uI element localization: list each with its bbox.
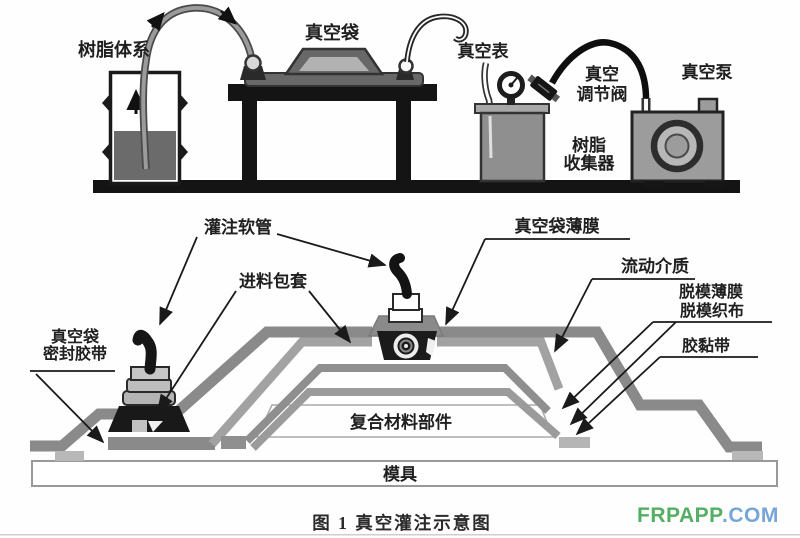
resin-collector [474, 62, 550, 183]
flow-medium-layer-right [437, 337, 564, 391]
drum-chime [102, 94, 110, 112]
spiral-channel [393, 333, 419, 359]
outlet-fitting [396, 58, 414, 80]
table-leg [396, 101, 411, 181]
label-infusion-hose: 灌注软管 [204, 217, 272, 237]
leader-release-fabric [569, 321, 677, 426]
leader-infusion-hose-left [159, 236, 198, 326]
vacuum-bag-mound [244, 47, 424, 87]
watermark-tld: .COM [722, 504, 779, 527]
label-vacuum-regulating-valve-line2: 调节阀 [577, 84, 628, 104]
seal-tape-right [732, 451, 763, 460]
label-mold: 模具 [383, 464, 417, 484]
vacuum-regulating-valve [527, 74, 561, 103]
label-composite-part: 复合材料部件 [349, 412, 452, 432]
center-infusion-port [367, 253, 445, 360]
label-vacuum-pump: 真空泵 [682, 62, 733, 82]
leader-release-film [561, 321, 654, 410]
vacuum-pump [630, 97, 725, 187]
label-resin-collector-line1: 树脂 [572, 136, 606, 155]
outlet-hose [404, 13, 469, 63]
hose-flow-arrow-up-icon [146, 12, 165, 32]
leader-feed-sleeve-right [308, 290, 352, 344]
mold-plate [31, 460, 778, 487]
ground-line [93, 180, 740, 193]
watermark-brand: FRPAPP [637, 504, 724, 527]
drum-chime [180, 94, 188, 112]
cross-section-diagram: 灌注软管 进料包套 真空袋 密封胶带 真空袋薄膜 流动介质 脱模薄膜 脱模织布 … [30, 216, 778, 487]
label-resin-collector-line2: 收集器 [564, 153, 616, 173]
drum-chime [180, 143, 188, 161]
table-leg [242, 101, 257, 181]
pump-hose [549, 39, 650, 112]
gauge-needle [510, 77, 518, 86]
label-vacuum-bag-film: 真空袋薄膜 [515, 216, 600, 236]
label-feed-sleeve: 进料包套 [239, 271, 308, 291]
center-port-hose [389, 253, 412, 299]
label-flow-medium: 流动介质 [621, 256, 689, 276]
page-bottom-rule [0, 534, 800, 536]
leader-infusion-hose-right [276, 233, 387, 268]
label-release-fabric: 脱模织布 [680, 301, 744, 320]
label-vacuum-regulating-valve-line1: 真空 [585, 64, 619, 84]
left-infusion-port [108, 329, 190, 432]
work-table [228, 84, 437, 181]
gauge-stem [507, 96, 515, 105]
label-adhesive-tape: 胶黏带 [682, 336, 730, 355]
release-fabric-layer [250, 388, 561, 451]
leader-bag-film [445, 238, 486, 326]
left-port-hose [132, 329, 157, 375]
leader-seal-tape [35, 373, 105, 444]
figure-caption: 图 1 真空灌注示意图 [312, 513, 492, 533]
pump-foot [705, 181, 725, 187]
release-layer-end-piece [221, 436, 246, 449]
inlet-fitting [240, 54, 266, 80]
label-seal-tape-line1: 真空袋 [51, 327, 100, 346]
label-resin-system: 树脂体系 [78, 39, 150, 60]
port-underlay-strip [108, 437, 215, 450]
feed-sleeve-left [108, 406, 190, 432]
top-process-diagram: 树脂体系 真空袋 真空表 真空 调节阀 真空泵 树脂 收集器 [78, 4, 740, 193]
label-vacuum-gauge: 真空表 [458, 41, 510, 61]
adhesive-tape-piece [559, 437, 590, 448]
release-film-layer [244, 364, 551, 444]
table-top [228, 84, 437, 101]
drum-chime [102, 143, 110, 161]
leader-feed-sleeve-left [157, 290, 237, 413]
hose-flow-arrow-down-icon [217, 6, 237, 25]
collector-lid [474, 103, 550, 114]
label-seal-tape-line2: 密封胶带 [42, 344, 107, 363]
pump-top-fitting [697, 97, 719, 114]
leader-adhesive-tape [575, 356, 661, 436]
label-vacuum-bag: 真空袋 [305, 22, 360, 43]
seal-tape-left [55, 451, 84, 461]
leader-flow-medium [554, 278, 593, 353]
bag-film-layer-right [437, 326, 762, 453]
label-release-film: 脱模薄膜 [679, 282, 743, 301]
pump-foot [644, 181, 664, 187]
